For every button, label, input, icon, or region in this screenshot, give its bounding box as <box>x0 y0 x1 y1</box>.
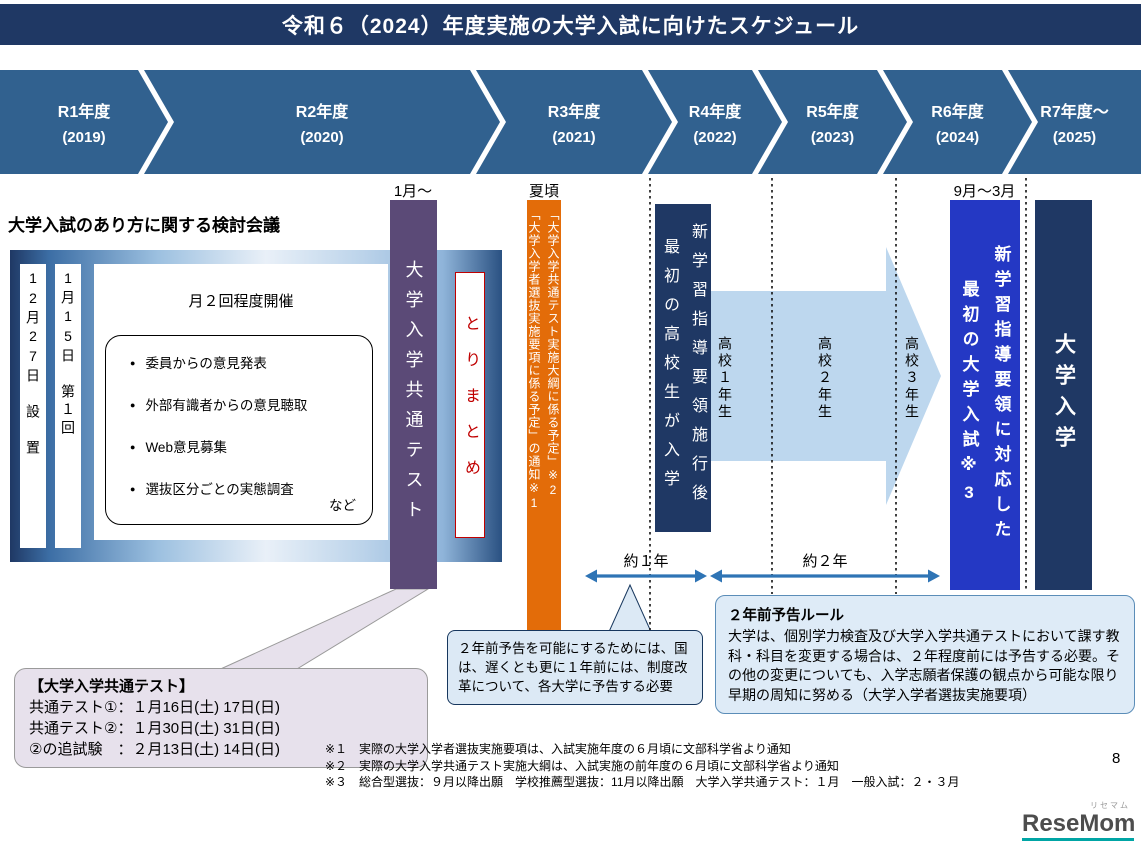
arrowhead-left <box>710 569 722 583</box>
common-test-schedule-line: 共通テスト①：１月16日(土) 17日(日) <box>29 699 280 716</box>
hs-year2-label: 高校２年生 <box>812 328 838 428</box>
timeline-year-value: (2021) <box>552 129 596 146</box>
common-test-bar-label: 大学入学共通テスト <box>403 259 424 530</box>
new-course-hs-col-right: 新学習指導要領施行後 <box>689 223 706 513</box>
timeline-chevron-r1: R1年度 (2019) <box>0 70 168 174</box>
page-title: 令和６（2024）年度実施の大学入試に向けたスケジュール <box>0 4 1141 45</box>
council-first-meeting-text: 1月15日 第１回 <box>60 270 76 438</box>
council-summary-strip: とりまとめ <box>455 272 485 538</box>
logo-ruby: リセマム <box>1090 801 1130 810</box>
council-activity-box: 月２回程度開催 委員からの意見発表 外部有識者からの意見聴取 Web意見募集 選… <box>94 264 388 540</box>
notice-bar: 「大学入学共通テスト実施大綱に係る予定」※2 「大学入学者選抜実施要項に係る予定… <box>527 200 561 640</box>
council-bullet: 外部有識者からの意見聴取 <box>130 394 362 414</box>
timeline-year-value: (2024) <box>935 129 980 146</box>
timeline-year-label: R6年度 <box>931 104 984 121</box>
hs-year3-text: 高校３年生 <box>904 335 920 421</box>
council-frequency: 月２回程度開催 <box>188 293 294 310</box>
footnote-2: ※２ 実際の大学入学共通テスト実施大綱は、入試実施の前年度の６月頃に文部科学省よ… <box>325 758 839 773</box>
timeline-year-label: R4年度 <box>688 104 742 121</box>
timeline-chevron-r3: R3年度 (2021) <box>476 70 672 174</box>
timeline-year-value: (2019) <box>62 129 106 146</box>
notice-bar-col-left: 「大学入学者選抜実施要項に係る予定」の通知※1 <box>527 208 541 511</box>
university-admission-bar: 大学入学 <box>1035 200 1092 590</box>
hs-year1-text: 高校１年生 <box>717 335 733 421</box>
council-activity-list: 委員からの意見発表 外部有識者からの意見聴取 Web意見募集 選抜区分ごとの実態… <box>105 335 373 525</box>
timeline-year-label: R1年度 <box>57 104 111 121</box>
timeline-year-label: R3年度 <box>547 104 601 121</box>
timeline-year-value: (2020) <box>300 129 344 146</box>
council-first-meeting-strip: 1月15日 第１回 <box>55 264 81 548</box>
common-test-bar: 大学入学共通テスト <box>390 200 437 589</box>
arrowhead-right <box>928 569 940 583</box>
about-two-years-label: 約２年 <box>802 553 848 570</box>
two-year-rule-box: ２年前予告ルール 大学は、個別学力検査及び大学入学共通テストにおいて課す教科・科… <box>715 595 1135 714</box>
council-established-text: 12月27日 設 置 <box>25 270 41 458</box>
timeline-year-value: (2022) <box>693 129 737 146</box>
council-bullet: 選抜区分ごとの実態調査 <box>130 478 362 498</box>
council-bullet: 委員からの意見発表 <box>130 352 362 372</box>
common-test-callout-tail <box>213 588 430 673</box>
timeline-year-value: (2023) <box>810 129 855 146</box>
council-summary-text: とりまとめ <box>462 315 479 495</box>
common-test-schedule-title: 【大学入学共通テスト】 <box>29 678 195 695</box>
common-test-schedule-callout: 【大学入学共通テスト】 共通テスト①：１月16日(土) 17日(日) 共通テスト… <box>14 668 428 768</box>
new-course-hs-col-left: 最初の高校生が入学 <box>661 237 678 499</box>
hs-year2-text: 高校２年生 <box>817 335 833 421</box>
new-course-exam-bar: 新学習指導要領に対応した 最初の大学入試※3 <box>950 200 1020 590</box>
one-year-notice-callout: ２年前予告を可能にするためには、国は、遅くとも更に１年前には、制度改革について、… <box>447 630 703 705</box>
timeline-chevron-r2: R2年度 (2020) <box>144 70 500 174</box>
hs-year3-label: 高校３年生 <box>899 328 925 428</box>
arrowhead-left <box>585 569 597 583</box>
notice-bar-col-right: 「大学入学共通テスト実施大綱に係る予定」※2 <box>546 208 560 498</box>
footnote-3: ※３ 総合型選抜：９月以降出願 学校推薦型選抜：11月以降出願 大学入学共通テス… <box>325 775 960 789</box>
new-course-exam-col-left: 最初の大学入試※3 <box>959 280 979 510</box>
footnote-1: ※１ 実際の大学入学者選抜実施要項は、入試実施年度の６月頃に文部科学省より通知 <box>325 742 791 756</box>
timeline-year-label: R5年度 <box>806 104 859 121</box>
common-test-schedule-line: 共通テスト②：１月30日(土) 31日(日) <box>29 720 280 737</box>
council-bullet: Web意見募集 <box>130 436 362 456</box>
marker-summer: 夏頃 <box>528 183 559 200</box>
university-admission-label: 大学入学 <box>1052 333 1076 457</box>
arrowhead-right <box>695 569 707 583</box>
timeline-year-label: R2年度 <box>295 104 349 121</box>
council-established-strip: 12月27日 設 置 <box>20 264 46 548</box>
common-test-schedule-line: ②の追試験 ：２月13日(土) 14日(日) <box>29 741 280 758</box>
resemom-logo: リセマム ReseMom <box>1022 800 1135 841</box>
new-course-exam-col-right: 新学習指導要領に対応した <box>991 245 1011 545</box>
page-number: 8 <box>1112 750 1121 767</box>
new-course-hs-bar: 新学習指導要領施行後 最初の高校生が入学 <box>655 204 711 532</box>
marker-sep-to-mar: 9月～3月 <box>953 183 1016 200</box>
two-year-rule-title: ２年前予告ルール <box>728 608 844 624</box>
footnotes: ※１ 実際の大学入学者選抜実施要項は、入試実施年度の６月頃に文部科学省より通知 … <box>325 741 960 791</box>
council-heading: 大学入試のあり方に関する検討会議 <box>8 216 280 235</box>
timeline-year-label: R7年度～ <box>1040 104 1109 121</box>
logo-text: ReseMom <box>1022 811 1135 841</box>
two-year-rule-body: 大学は、個別学力検査及び大学入学共通テストにおいて課す教科・科目を変更する場合は… <box>728 628 1120 703</box>
one-year-callout-tail <box>607 583 653 635</box>
hs-year1-label: 高校１年生 <box>712 328 738 428</box>
council-etc: など <box>329 498 356 513</box>
marker-january: 1月～ <box>393 183 433 200</box>
timeline-year-value: (2025) <box>1052 129 1097 146</box>
about-one-year-label: 約１年 <box>623 553 669 570</box>
